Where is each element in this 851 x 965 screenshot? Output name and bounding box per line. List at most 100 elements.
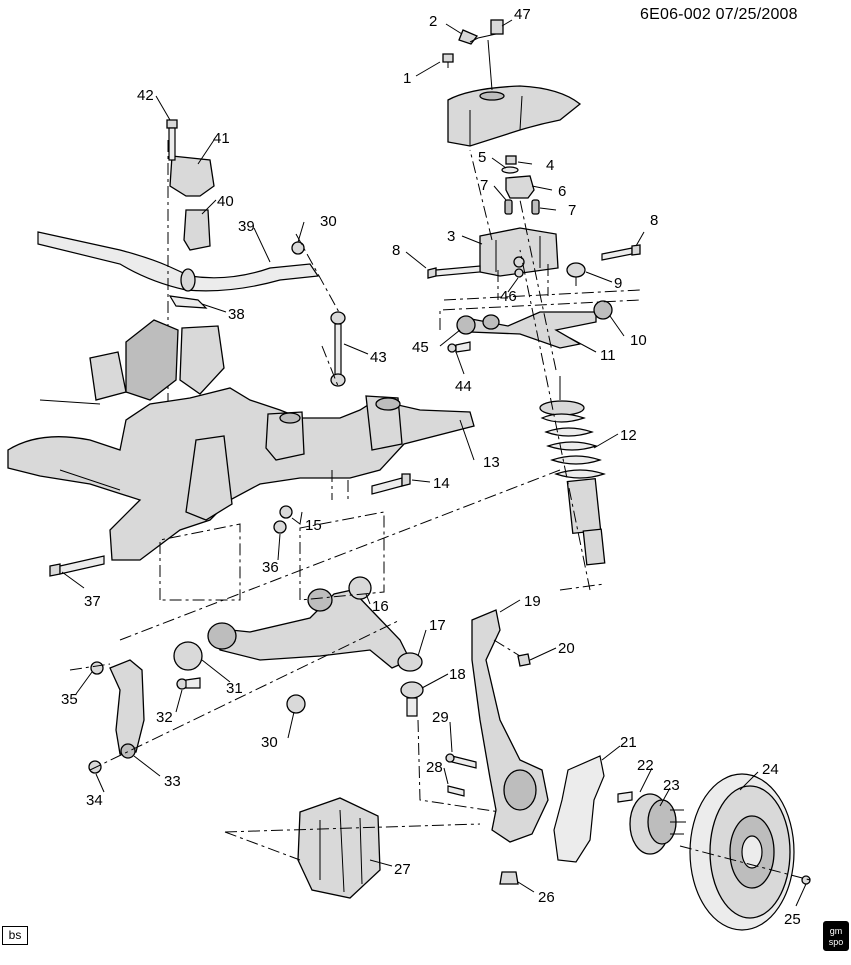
callout-4: 4: [546, 157, 554, 174]
bushings-7: [504, 199, 540, 215]
bolt-44: [447, 341, 471, 353]
leader-lines: [61, 19, 807, 907]
callout-35: 35: [61, 691, 78, 708]
cradle-13: [7, 319, 475, 561]
callout-18: 18: [449, 666, 466, 683]
link-43: [330, 311, 346, 387]
callout-5: 5: [478, 149, 486, 166]
callout-21: 21: [620, 734, 637, 751]
nut-34: [88, 760, 102, 774]
callout-16: 16: [372, 598, 389, 615]
alignment-lines: [69, 149, 811, 881]
knuckle-19: [471, 609, 549, 843]
callout-40: 40: [217, 193, 234, 210]
callout-32: 32: [156, 709, 173, 726]
diagram-code: 6E06-002: [640, 6, 711, 23]
callout-38: 38: [228, 306, 245, 323]
callout-14: 14: [433, 475, 450, 492]
callout-2: 2: [429, 13, 437, 30]
bolt-8-left: [427, 265, 481, 279]
nut-30-lower: [286, 694, 306, 714]
callout-36: 36: [262, 559, 279, 576]
nut-4: [505, 155, 517, 165]
callout-12: 12: [620, 427, 637, 444]
callout-17: 17: [429, 617, 446, 634]
nut-46: [513, 256, 525, 278]
callout-23: 23: [663, 777, 680, 794]
nut-26: [499, 871, 519, 885]
bushing-17: [397, 652, 423, 672]
callout-43: 43: [370, 349, 387, 366]
bolt-8-right: [601, 244, 641, 261]
nut-47: [490, 19, 504, 35]
callout-29: 29: [432, 709, 449, 726]
bolt-42: [166, 119, 178, 161]
callout-13: 13: [483, 454, 500, 471]
callout-31: 31: [226, 680, 243, 697]
gm-spo-logo-icon: gm spo: [823, 921, 849, 951]
callout-30-lower: 30: [261, 734, 278, 751]
callout-34: 34: [86, 792, 103, 809]
mount-6: [505, 175, 535, 199]
diagram-header: 6E06-002 07/25/2008: [640, 6, 798, 24]
callout-46: 46: [500, 288, 517, 305]
callout-7-right: 7: [568, 202, 576, 219]
callout-15: 15: [305, 517, 322, 534]
callout-22: 22: [637, 757, 654, 774]
upper-control-arm-11: [456, 300, 613, 349]
logo-line-2: spo: [828, 937, 844, 947]
stabilizer-bar-39: [37, 231, 320, 292]
callout-28: 28: [426, 759, 443, 776]
bolt-14: [371, 473, 411, 495]
nut-36: [273, 520, 287, 534]
bolt-28: [447, 785, 465, 797]
callout-25: 25: [784, 911, 801, 928]
callout-8-left: 8: [392, 242, 400, 259]
sensor-22: [617, 791, 633, 803]
bushing-31: [173, 641, 203, 671]
hub-23: [629, 793, 686, 855]
callout-9: 9: [614, 275, 622, 292]
bolt-29: [445, 753, 477, 769]
callout-24: 24: [762, 761, 779, 778]
callout-8-right: 8: [650, 212, 658, 229]
bolt-32: [176, 677, 201, 690]
link-33: [109, 659, 145, 759]
callout-42: 42: [137, 87, 154, 104]
callout-45: 45: [412, 339, 429, 356]
logo-line-1: gm: [829, 926, 843, 936]
bushing-16: [348, 576, 372, 600]
callout-39: 39: [238, 218, 255, 235]
callout-3: 3: [447, 228, 455, 245]
callout-41: 41: [213, 130, 230, 147]
callout-37: 37: [84, 593, 101, 610]
callout-44: 44: [455, 378, 472, 395]
strut-cover: [447, 85, 582, 147]
callout-26: 26: [538, 889, 555, 906]
callout-11: 11: [600, 347, 616, 364]
diagram-date: 07/25/2008: [715, 6, 798, 23]
strut-assembly-12: [539, 376, 606, 566]
ball-joint-18: [400, 681, 424, 717]
shield-21: [553, 755, 605, 863]
nut-35: [90, 661, 104, 675]
ball-joint-9: [566, 262, 586, 286]
callout-10: 10: [630, 332, 647, 349]
bolt-37: [49, 555, 105, 577]
bracket-41: [169, 155, 215, 197]
nut-15: [279, 505, 293, 519]
rotor-24: [689, 773, 795, 931]
callout-20: 20: [558, 640, 575, 657]
callout-27: 27: [394, 861, 411, 878]
insulator-40: [183, 209, 211, 251]
callout-7-left: 7: [480, 177, 488, 194]
clamp-38: [168, 295, 208, 309]
callout-47: 47: [514, 6, 531, 23]
callout-30-upper: 30: [320, 213, 337, 230]
callout-6: 6: [558, 183, 566, 200]
washer-5: [501, 166, 519, 174]
bs-badge: bs: [2, 926, 28, 945]
callout-19: 19: [524, 593, 541, 610]
nut-30-upper: [291, 241, 305, 255]
